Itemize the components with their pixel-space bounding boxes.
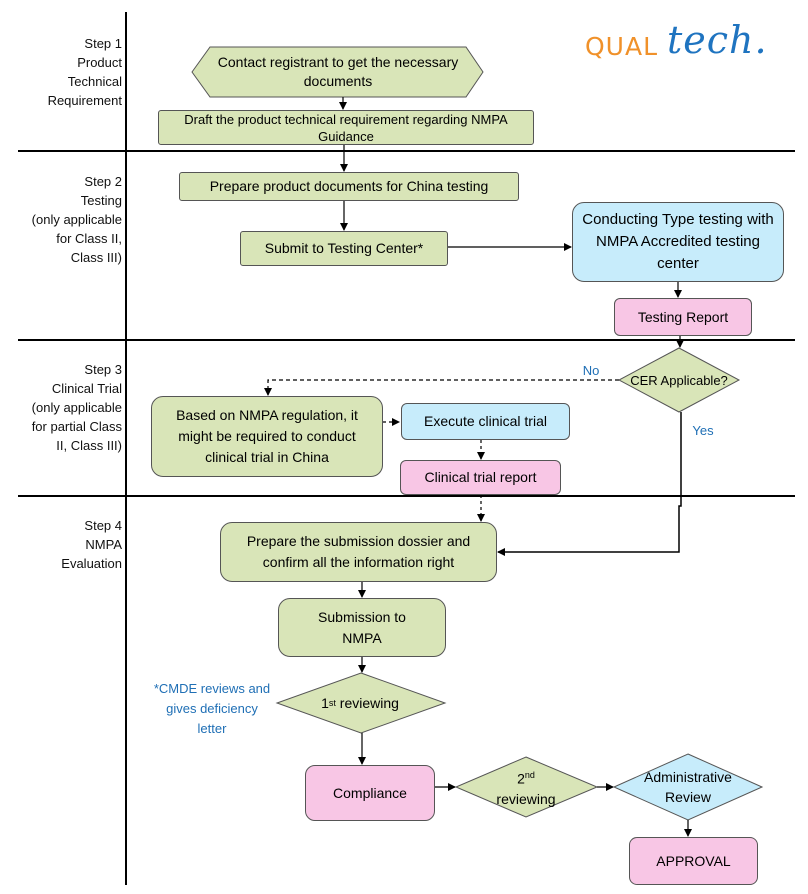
- clinical-requirement-box: Based on NMPA regulation, it might be re…: [151, 396, 383, 477]
- contact-registrant-box: Contact registrant to get the necessary …: [217, 54, 459, 89]
- trial-report-box: Clinical trial report: [400, 460, 561, 495]
- approval-box: APPROVAL: [629, 837, 758, 885]
- no-branch-label: No: [582, 363, 600, 378]
- prepare-dossier-box: Prepare the submission dossier and confi…: [220, 522, 497, 582]
- cer-applicable-decision: CER Applicable?: [630, 372, 728, 388]
- contact-hexagon-shape: [191, 46, 484, 98]
- qualtech-logo: QUAL tech.: [585, 18, 785, 68]
- execute-trial-box: Execute clinical trial: [401, 403, 570, 440]
- cmde-note: *CMDE reviews and gives deficiency lette…: [153, 681, 271, 736]
- step-3-label: Step 3 Clinical Trial (only applicable f…: [31, 362, 122, 453]
- submit-testing-box: Submit to Testing Center*: [240, 231, 448, 266]
- submission-box: Submission to NMPA: [278, 598, 446, 657]
- cer-diamond-shape: [617, 347, 741, 413]
- type-testing-box: Conducting Type testing with NMPA Accred…: [572, 202, 784, 282]
- step-4-label: Step 4 NMPA Evaluation: [61, 518, 122, 571]
- step-1-label: Step 1 Product Technical Requirement: [47, 36, 122, 108]
- second-review-decision: 2nd reviewing: [496, 770, 556, 807]
- logo-prefix: QUAL: [585, 32, 659, 61]
- testing-report-box: Testing Report: [614, 298, 752, 336]
- first-review-diamond-shape: [275, 672, 447, 734]
- logo-suffix: tech.: [667, 18, 768, 62]
- draft-requirement-box: Draft the product technical requirement …: [158, 110, 534, 145]
- prepare-docs-box: Prepare product documents for China test…: [179, 172, 519, 201]
- second-review-diamond-shape: [454, 756, 599, 818]
- yes-branch-label: Yes: [692, 423, 714, 438]
- compliance-box: Compliance: [305, 765, 435, 821]
- administrative-review-decision: Administrative Review: [644, 769, 732, 805]
- step-2-label: Step 2 Testing (only applicable for Clas…: [31, 174, 122, 265]
